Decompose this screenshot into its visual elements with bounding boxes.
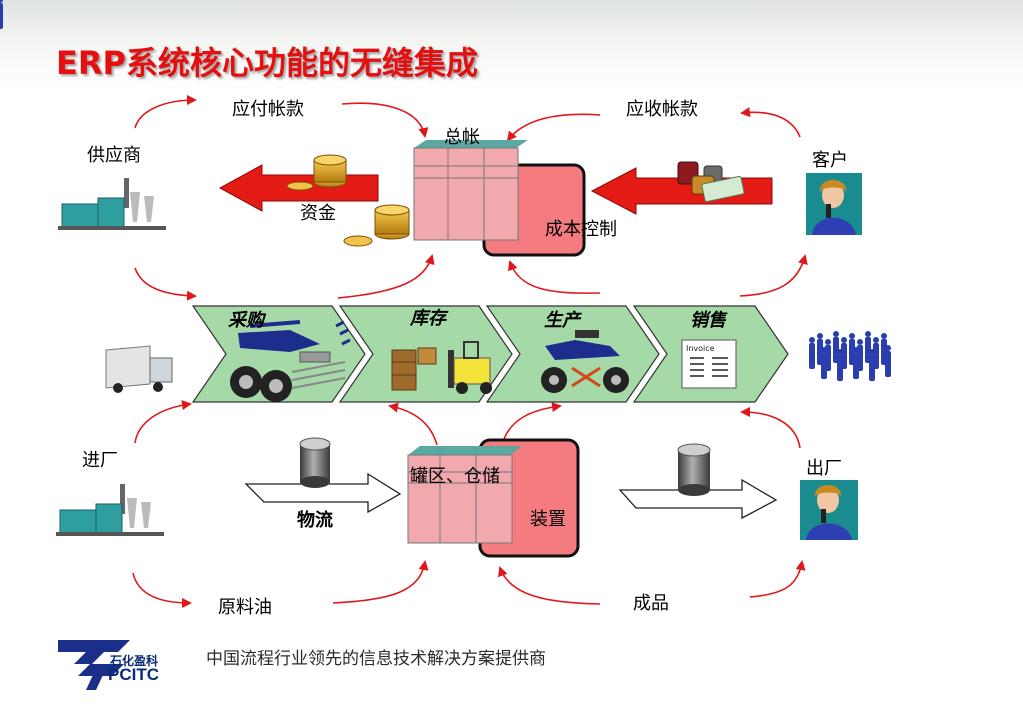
arrow-outbound-sales — [740, 407, 801, 449]
logistics-arrow-right — [618, 478, 778, 520]
logistics-label: 物流 — [297, 510, 333, 531]
arrow-supplier-procure — [134, 267, 197, 301]
funds-label: 资金 — [300, 203, 336, 224]
cash-icon — [677, 161, 745, 203]
woman-phone-icon — [806, 173, 862, 235]
arrow-procure-ledger — [337, 254, 435, 299]
invoice-icon — [681, 339, 737, 389]
logo-cn-text: 石化盈科 — [110, 654, 159, 668]
device-label: 装置 — [530, 509, 566, 530]
logo-en-text: PCITC — [108, 665, 159, 684]
factory-icon — [58, 178, 166, 230]
coin-stack-icon — [286, 154, 410, 247]
motorcycle-icon — [541, 330, 629, 393]
pcitc-logo — [58, 640, 130, 690]
supplier-label: 供应商 — [87, 145, 141, 166]
finished-product-label: 成品 — [633, 593, 669, 614]
arrow-product-outbound — [749, 560, 806, 598]
forklift-icon — [391, 341, 492, 394]
woman-phone-icon — [800, 480, 858, 540]
customer-label: 客户 — [812, 150, 848, 171]
arrow-customer-receivable — [740, 107, 801, 138]
crude-oil-label: 原料油 — [218, 597, 272, 618]
tank-storage-box — [407, 446, 522, 544]
arrow-supplier-payable — [134, 95, 197, 129]
truck-icon — [105, 345, 173, 393]
arrow-product-device — [498, 566, 601, 605]
tank-storage-label: 罐区、仓储 — [410, 466, 500, 487]
cost-control-label: 成本控制 — [545, 219, 617, 240]
arrow-sales-customer — [739, 254, 808, 297]
arrow-tank-inventory — [388, 402, 438, 446]
inbound-label: 进厂 — [82, 450, 118, 471]
receivable-label: 应收帐款 — [626, 99, 698, 120]
stage-label: 采购 — [228, 310, 264, 331]
invoice-text: Invoice — [686, 344, 715, 353]
logistics-arrow-left — [244, 472, 402, 514]
arrow-payable-ledger — [341, 102, 429, 138]
stage-label: 库存 — [410, 308, 446, 329]
ledger-label: 总帐 — [444, 127, 480, 148]
arrow-device-production — [502, 402, 562, 443]
arrow-receivable-ledger — [506, 113, 601, 142]
factory-icon — [56, 484, 164, 536]
arrow-inbound-procure — [134, 400, 192, 444]
footer-tagline: 中国流程行业领先的信息技术解决方案提供商 — [206, 649, 546, 669]
payable-label: 应付帐款 — [232, 99, 304, 120]
stage-label: 生产 — [544, 310, 580, 331]
stage-label: 销售 — [690, 310, 726, 331]
outbound-label: 出厂 — [806, 458, 842, 479]
machinery-icon — [230, 320, 351, 402]
arrow-crude-tank — [332, 560, 429, 604]
oil-tank-icon — [299, 437, 331, 488]
arrow-sales-cost — [507, 260, 601, 294]
arrow-inbound-crude — [132, 572, 192, 608]
slide-title: ERP系统核心功能的无缝集成 — [56, 44, 478, 82]
ledger-box — [413, 140, 528, 241]
flow-arrows — [132, 95, 808, 608]
oil-tank-icon — [677, 443, 711, 496]
crowd-icon — [0, 0, 891, 381]
